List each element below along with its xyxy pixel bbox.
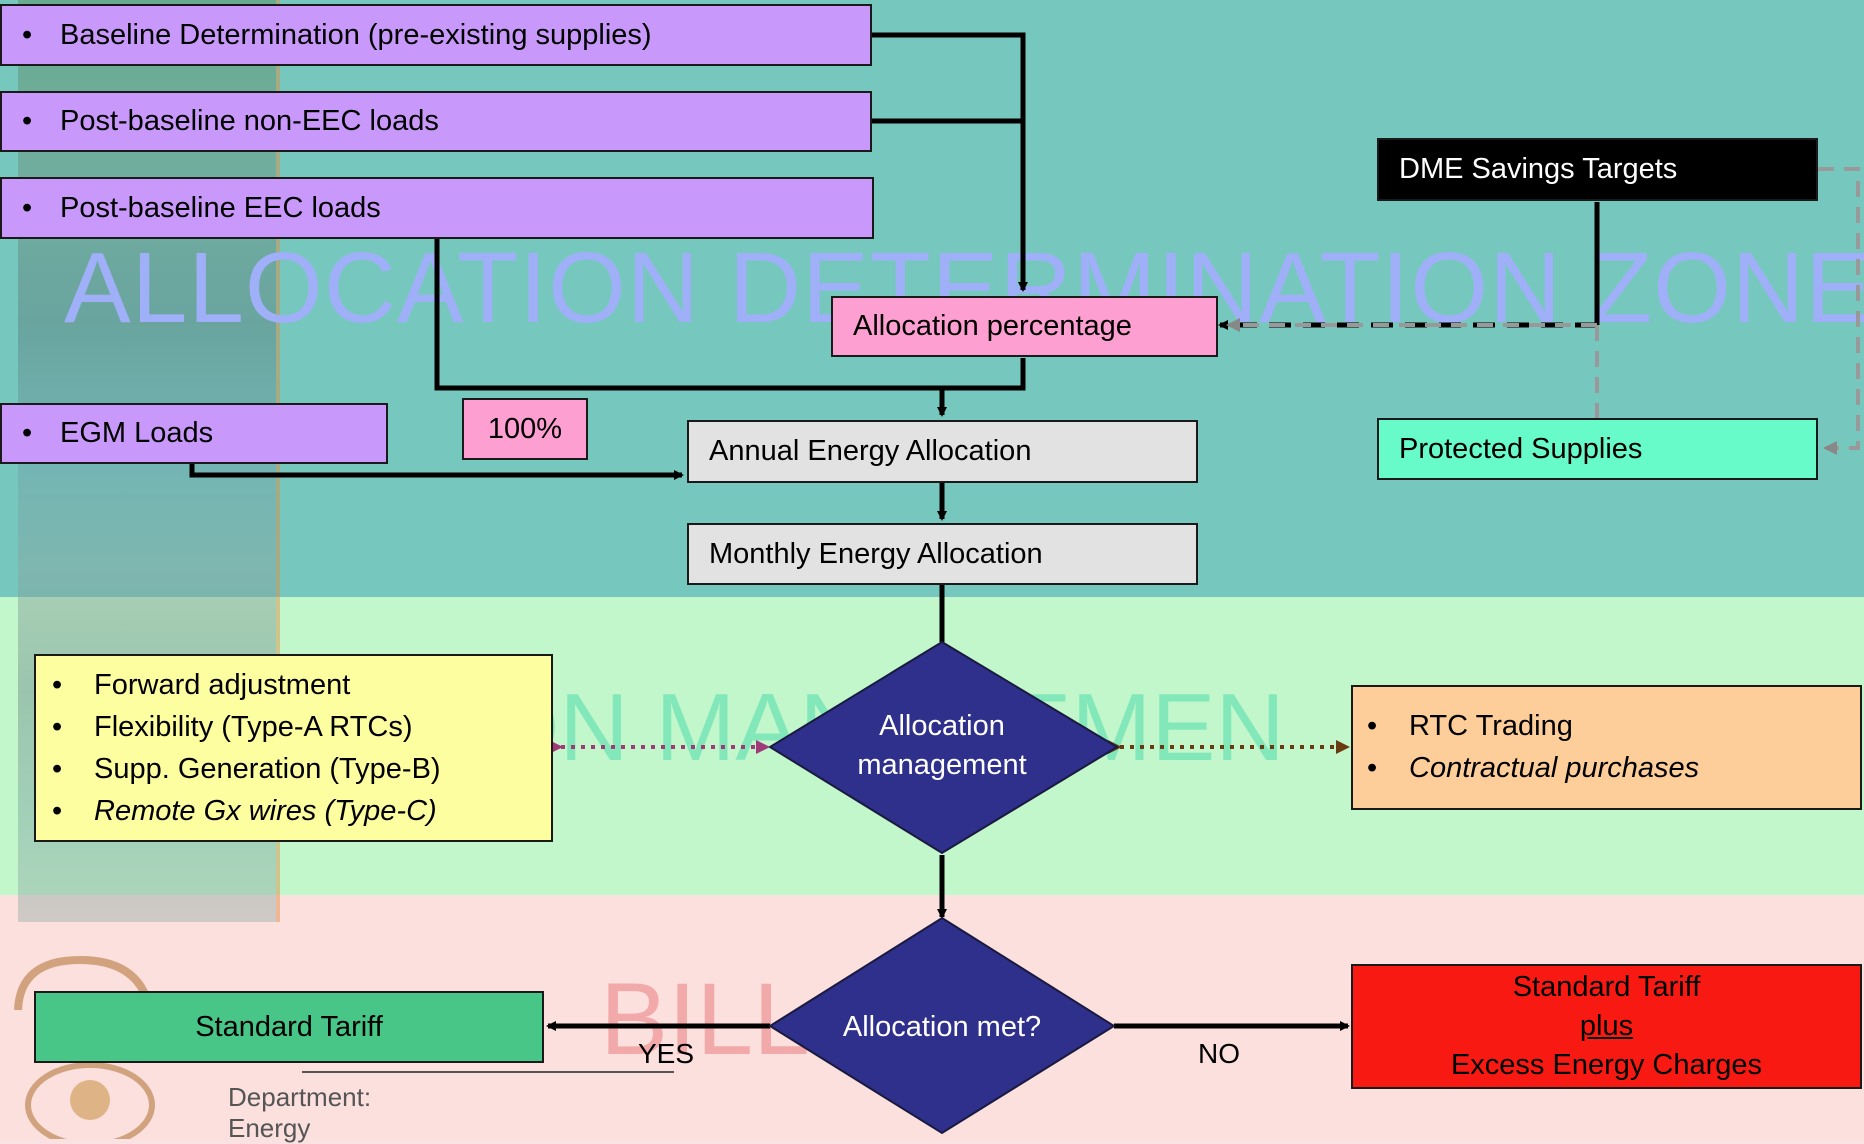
no-label: NO [1198,1038,1240,1069]
standard-tariff-label: Standard Tariff [195,1010,383,1043]
monthly-energy-allocation-box: Monthly Energy Allocation [687,523,1198,585]
allocation-management-line1: Allocation [879,710,1005,742]
option-label: Remote Gx wires (Type-C) [94,794,437,827]
department-line1: Department: [228,1082,372,1112]
excess-line3: Excess Energy Charges [1450,1049,1763,1082]
bullet-icon: • [22,417,33,449]
management-options-box: • Forward adjustment • Flexibility (Type-A… [34,654,553,842]
bullet-icon: • [1367,752,1378,784]
department-line2: Energy [228,1113,311,1144]
bullet-icon: • [52,752,63,785]
hundred-percent-label: 100% [487,412,563,445]
trading-options-box: • RTC Trading • Contractual purchases [1351,685,1862,810]
monthly-energy-allocation-label: Monthly Energy Allocation [709,537,1043,570]
list-item: • Flexibility (Type-A RTCs) [52,706,413,748]
bullet-icon: • [52,794,63,827]
option-label: RTC Trading [1409,710,1573,742]
option-label: Forward adjustment [94,668,351,701]
post-baseline-non-eec-label: Post-baseline non-EEC loads [60,105,439,137]
excess-line2: plus [1579,1009,1634,1042]
egm-loads-box: • EGM Loads [0,403,388,464]
excess-energy-charges-box: Standard Tariff plus Excess Energy Charg… [1351,964,1862,1089]
baseline-determination-box: • Baseline Determination (pre-existing s… [0,4,872,66]
egm-connector [189,464,684,480]
post-baseline-eec-label: Post-baseline EEC loads [60,191,381,224]
dme-savings-targets-box: DME Savings Targets [1377,138,1818,201]
coat-of-arms-emblem [14,955,155,1139]
allocation-percentage-box: Allocation percentage [831,296,1218,357]
list-item: • Forward adjustment [52,664,350,706]
hundred-percent-box: 100% [462,398,588,460]
annual-energy-allocation-box: Annual Energy Allocation [687,420,1198,483]
post-baseline-non-eec-box: • Post-baseline non-EEC loads [0,91,872,152]
protected-supplies-label: Protected Supplies [1399,432,1643,465]
post-baseline-eec-box: • Post-baseline EEC loads [0,177,874,239]
yes-label: YES [638,1038,695,1069]
bullet-icon: • [52,710,63,743]
list-item: • RTC Trading [1367,706,1573,748]
annual-energy-allocation-label: Annual Energy Allocation [709,435,1032,467]
allocation-management-line2: management [857,749,1027,782]
allocation-management-label: Allocation management [800,707,1084,785]
standard-tariff-box: Standard Tariff [34,991,544,1063]
allocation-met-label: Allocation met? [842,1011,1042,1043]
department-energy-label: Department: Energy [228,1082,371,1144]
list-item: • Remote Gx wires (Type-C) [52,790,437,832]
egm-loads-label: EGM Loads [60,417,214,449]
bullet-icon: • [22,191,33,224]
bullet-icon: • [22,18,33,51]
excess-line1: Standard Tariff [1512,970,1701,1003]
allocation-met-diamond [768,916,1116,1135]
bullet-icon: • [52,668,63,701]
list-item: • Contractual purchases [1367,748,1699,790]
option-label: Supp. Generation (Type-B) [94,752,441,785]
dme-savings-targets-label: DME Savings Targets [1399,153,1678,185]
baseline-determination-label: Baseline Determination (pre-existing sup… [60,18,652,51]
list-item: • Supp. Generation (Type-B) [52,748,441,790]
option-label: Contractual purchases [1409,752,1700,784]
allocation-management-diamond [768,640,1119,855]
allocation-percentage-label: Allocation percentage [853,310,1132,342]
bullet-icon: • [1367,710,1378,742]
dme-right-grey-dashed [1818,167,1860,455]
baseline-connector [872,32,1028,292]
option-label: Flexibility (Type-A RTCs) [94,710,413,743]
bullet-icon: • [22,105,33,137]
protected-supplies-box: Protected Supplies [1377,418,1818,480]
